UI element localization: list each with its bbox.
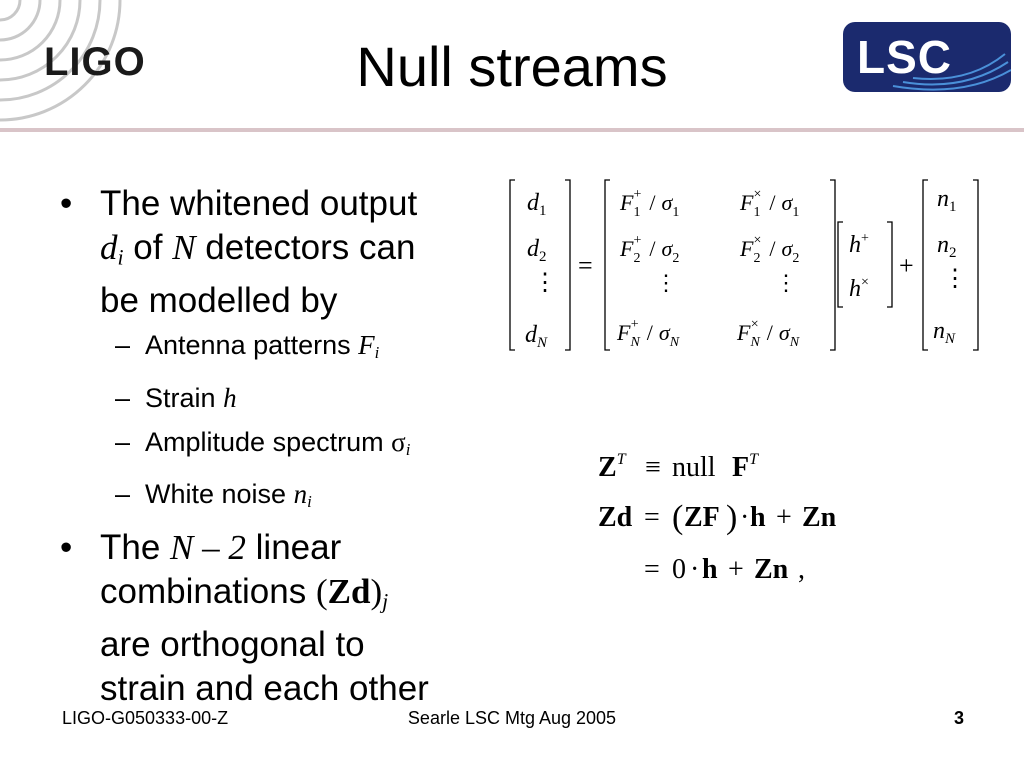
matrix-d-vdots: ⋮: [533, 270, 557, 296]
math-var-sigma: σi: [391, 426, 411, 459]
matrix-F-vdots-1: ⋮: [655, 270, 677, 295]
eq1-F: FT: [732, 451, 759, 483]
bullet-text: combinations: [100, 571, 307, 611]
eq2-Zn: Zn: [802, 502, 837, 533]
sub-bullet-text: Strain: [145, 382, 216, 413]
eq1-equiv: ≡: [645, 452, 661, 483]
math-var-N: N: [172, 228, 196, 267]
eq2-Zd: Zd: [598, 502, 633, 533]
lsc-logo-text: LSC: [857, 31, 952, 83]
matrix-FN-cross: FN×/σN: [736, 317, 800, 350]
footer-meeting: Searle LSC Mtg Aug 2005: [407, 708, 617, 728]
lsc-logo: LSC: [843, 22, 1011, 92]
matrix-plus: +: [899, 251, 914, 280]
footer-page-number: 3: [953, 708, 964, 728]
eq2-dot: ·: [740, 502, 749, 533]
eq2-h: h: [750, 502, 766, 533]
math-var-h: h: [223, 382, 237, 413]
matrix-equals: =: [578, 251, 593, 280]
bullet-text: of: [133, 228, 163, 267]
matrix-nN: nN: [933, 318, 956, 347]
matrix-n1: n1: [937, 186, 957, 215]
eq1-Z: ZT: [598, 451, 627, 483]
math-expr-n-minus-2: N – 2: [170, 527, 246, 567]
matrix-h-plus: h+: [849, 231, 869, 258]
matrix-n2: n2: [937, 232, 957, 261]
eq3-dot: ·: [690, 554, 699, 585]
eq3-equals: =: [644, 554, 660, 585]
math-var-d: di: [100, 228, 124, 270]
null-stream-equations: ZT ≡ null FT Zd = ( ZF ) · h + Zn = 0 · …: [598, 451, 837, 585]
matrix-F1-plus: F1+/σ1: [619, 187, 679, 220]
matrix-h-cross: h×: [849, 275, 869, 302]
bullet-text: The: [100, 527, 161, 567]
eq2-plus: +: [776, 502, 792, 533]
matrix-d1: d1: [527, 190, 547, 219]
matrix-F-vdots-2: ⋮: [775, 270, 797, 295]
eq2-rparen: ): [726, 499, 737, 536]
bullet-text: strain and each other: [100, 669, 429, 709]
eq2-equals: =: [644, 502, 660, 533]
bullet-text: linear: [255, 527, 342, 567]
eq2-lparen: (: [672, 499, 683, 536]
header-divider: [0, 128, 1024, 132]
eq3-h: h: [702, 554, 718, 585]
sub-bullet-dash: –: [115, 426, 131, 457]
eq3-plus: +: [728, 554, 744, 585]
bullet-dot: •: [60, 184, 73, 223]
matrix-dN: dN: [525, 322, 548, 351]
footer-doc-id: LIGO-G050333-00-Z: [62, 708, 229, 728]
sub-bullet-dash: –: [115, 330, 131, 361]
bullet-text: are orthogonal to: [100, 625, 365, 665]
math-expr-zd: (Zd)j: [315, 571, 389, 614]
bullet-item: • The N – 2 linear combinations (Zd)j ar…: [60, 526, 490, 711]
eq3-comma: ,: [798, 554, 805, 585]
bullet-text: The whitened output: [100, 184, 418, 223]
sub-bullet-dash: –: [115, 382, 131, 413]
sub-bullet-text: Antenna patterns: [145, 330, 351, 361]
eq3-Zn: Zn: [754, 554, 789, 585]
bullet-dot: •: [60, 527, 73, 567]
matrix-FN-plus: FN+/σN: [616, 317, 680, 350]
sub-bullet-item: – Antenna patterns Fi: [60, 323, 490, 375]
matrix-equation: d1 d2 ⋮ dN = F1+/σ1 F1×/σ1 F2+/σ2 F2×/σ2…: [509, 179, 979, 351]
eq2-ZF: ZF: [684, 502, 720, 533]
bullet-list: • The whitened output di of N detectors …: [60, 182, 490, 711]
sub-bullet-item: – Strain h: [60, 376, 490, 420]
matrix-n-vdots: ⋮: [943, 266, 967, 292]
logo-arcs-decoration: [0, 0, 122, 122]
bullet-item: • The whitened output di of N detectors …: [60, 182, 490, 323]
sub-bullet-text: White noise: [145, 478, 287, 509]
eq3-zero: 0: [672, 554, 686, 585]
bullet-text: detectors can: [205, 228, 416, 267]
matrix-d2: d2: [527, 236, 547, 265]
math-var-F: Fi: [358, 330, 380, 363]
sub-bullet-item: – White noise ni: [60, 472, 490, 524]
sub-bullet-text: Amplitude spectrum: [145, 426, 384, 457]
matrix-F1-cross: F1×/σ1: [739, 187, 799, 220]
matrix-F2-cross: F2×/σ2: [739, 233, 799, 266]
matrix-F2-plus: F2+/σ2: [619, 233, 679, 266]
sub-bullet-dash: –: [115, 478, 131, 509]
eq1-null: null: [672, 452, 716, 483]
slide-title: Null streams: [356, 35, 668, 98]
sub-bullet-item: – Amplitude spectrum σi: [60, 420, 490, 472]
math-var-n: ni: [293, 478, 312, 511]
bullet-text: be modelled by: [100, 281, 338, 321]
ligo-logo: LIGO: [44, 40, 146, 84]
